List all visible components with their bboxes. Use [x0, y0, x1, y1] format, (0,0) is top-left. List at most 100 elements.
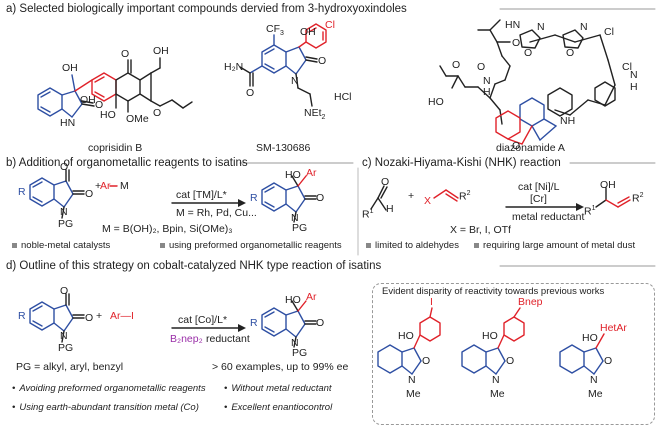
box-o-1: O — [422, 355, 431, 367]
box-product-1 — [377, 344, 422, 375]
box-iodo: I — [430, 296, 433, 308]
sm-h2n: H₂N — [224, 61, 244, 73]
b-r: R — [18, 186, 26, 198]
diaz-n-indole: N — [630, 69, 638, 81]
d-bullet-2: •Without metal reductant — [224, 383, 332, 394]
c-aldehyde — [370, 185, 388, 211]
d-r: R — [18, 310, 26, 322]
d-o1: O — [60, 285, 69, 297]
coprisidin-naphthoquinone — [115, 57, 193, 113]
diaz-cl2: Cl — [622, 61, 632, 73]
d-reductant: reductant — [206, 333, 250, 345]
box-hetar-bond — [595, 333, 605, 349]
box-bnep: Bnep — [518, 296, 543, 308]
sm-o-amide: O — [246, 87, 255, 99]
d-arrowhead — [238, 324, 246, 332]
c-product — [595, 187, 607, 208]
diaz-h-amide: H — [483, 86, 491, 98]
d-prod-ar: Ar — [306, 291, 317, 303]
c-conditions-top: cat [Ni]/L — [518, 181, 560, 193]
b-o2: O — [85, 188, 94, 200]
d-prod-r: R — [250, 317, 258, 329]
diaz-h-indole: H — [630, 81, 638, 93]
section-d-heading: d) Outline of this strategy on cobalt-ca… — [6, 260, 382, 272]
c-bullet-2: requiring large amount of metal dust — [474, 241, 635, 251]
d-n: N — [60, 330, 68, 342]
c-conditions-bottom: metal reductant — [512, 211, 585, 223]
diaz-n2: N — [580, 21, 588, 33]
section-a-heading: a) Selected biologically important compo… — [6, 3, 407, 15]
box-me-1: Me — [406, 388, 421, 400]
diaz-o3: O — [512, 37, 521, 49]
box-aryl-1 — [413, 307, 441, 349]
box-n-3: N — [590, 374, 598, 386]
sm-hcl: HCl — [334, 91, 352, 103]
box-aryl-2 — [497, 307, 525, 349]
diaz-n-amide: N — [483, 75, 491, 87]
sm-substituents — [239, 56, 318, 107]
d-prod-pg: PG — [292, 347, 308, 359]
b-product — [261, 182, 306, 213]
box-hetar: HetAr — [600, 322, 627, 334]
b-bullet-1: noble-metal catalysts — [12, 241, 110, 251]
diaz-o4: O — [477, 61, 486, 73]
box-ho-3: HO — [582, 332, 598, 344]
d-pg-definition: PG = alkyl, aryl, benzyl — [16, 361, 124, 373]
section-b-heading: b) Addition of organometallic reagents t… — [6, 157, 248, 169]
d-ar-i: Ar—I — [110, 310, 134, 322]
d-pg: PG — [58, 342, 74, 354]
sm-n: N — [291, 75, 299, 87]
coprisidin-ome: OMe — [126, 113, 149, 125]
diaz-o1: O — [524, 47, 533, 59]
diaz-o2: O — [566, 47, 575, 59]
box-n-2: N — [492, 374, 500, 386]
compound-name-sm130686: SM-130686 — [256, 142, 311, 154]
coprisidin-oh: OH — [80, 94, 96, 106]
c-x-definition: X = Br, I, OTf — [450, 224, 511, 236]
b-arrowhead — [238, 199, 246, 207]
d-product-ar-bond — [297, 300, 307, 312]
b-o1: O — [60, 161, 69, 173]
b-pg: PG — [58, 218, 74, 230]
b-prod-n: N — [291, 212, 299, 224]
box-title: Evident disparity of reactivity towards … — [382, 286, 605, 297]
coprisidin-oh-right: OH — [153, 45, 169, 57]
coprisidin-o-bottom: O — [153, 107, 162, 119]
b-m: M — [120, 180, 129, 192]
d-o2: O — [85, 312, 94, 324]
d-result: > 60 examples, up to 99% ee — [212, 361, 349, 373]
bullet-square-icon — [474, 242, 479, 248]
d-b2nep2: B₂nep₂ — [170, 333, 203, 345]
coprisidin-o-top: O — [121, 48, 130, 60]
c-prod-r1: R1 — [584, 205, 596, 218]
diaz-hn: HN — [505, 19, 521, 31]
b-bullet-2: using preformed organometallic reagents — [160, 241, 342, 251]
b-prod-ar: Ar — [306, 167, 317, 179]
c-o: O — [381, 176, 390, 188]
compound-name-coprisidin: coprisidin B — [88, 142, 143, 154]
coprisidin-o: O — [95, 99, 104, 111]
diaz-n1: N — [537, 21, 545, 33]
d-ho: HO — [285, 294, 301, 306]
box-ho-1: HO — [398, 330, 414, 342]
d-isatin — [29, 301, 74, 332]
b-prod-r: R — [250, 192, 258, 204]
diazonamide-backbone — [439, 19, 616, 125]
diaz-cl1: Cl — [604, 26, 614, 38]
coprisidin-carbonyl — [81, 100, 95, 107]
d-prod-o: O — [316, 317, 325, 329]
bullet-square-icon — [12, 242, 17, 248]
coprisidin-indolinone — [37, 74, 83, 118]
b-prod-o: O — [316, 192, 325, 204]
d-bullet-1: •Avoiding preformed organometallic reage… — [12, 383, 206, 394]
c-conditions-mid: [Cr] — [530, 193, 547, 205]
c-plus: + — [408, 190, 415, 202]
c-prod-r2: R2 — [632, 192, 644, 205]
c-bullet-1: limited to aldehydes — [366, 241, 459, 251]
d-isatin-co — [61, 293, 85, 343]
box-o-2: O — [506, 355, 515, 367]
b-prod-pg: PG — [292, 222, 308, 234]
sm-cl: Cl — [325, 19, 335, 31]
